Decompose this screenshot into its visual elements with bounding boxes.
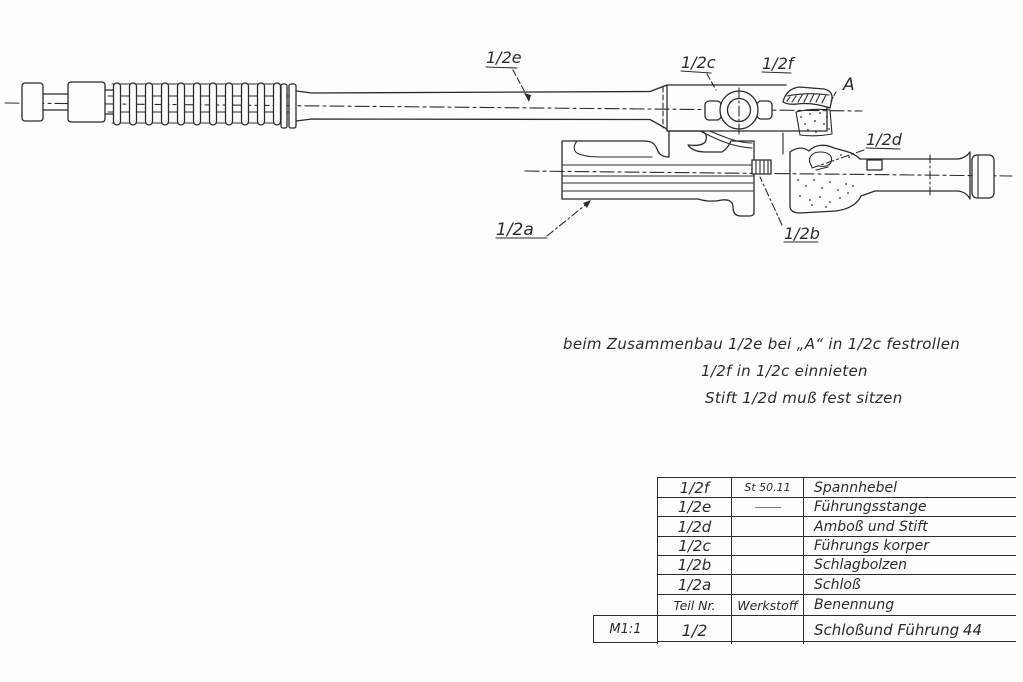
column-header-werkstoff: Werkstoff	[732, 595, 804, 615]
assembly-note-line-2: 1/2f in 1/2c einnieten	[701, 362, 868, 380]
anvil	[782, 132, 876, 214]
column-header-teil-nr: Teil Nr.	[658, 595, 732, 615]
guide-body-block	[666, 84, 828, 136]
part-name: Führungsstange	[814, 499, 927, 515]
part-number: 1/2a	[658, 575, 732, 594]
label-1-2b: 1/2b	[759, 176, 820, 243]
parts-table: 1/2f St 50.11 Spannhebel 1/2e ——— Führun…	[657, 477, 1016, 644]
material: St 50.11	[732, 478, 804, 497]
assembly-note-line-3: Stift 1/2d muß fest sitzen	[705, 389, 903, 407]
table-row: 1/2e ——— Führungsstange	[658, 498, 1016, 517]
assembly-number: 1/2	[658, 616, 732, 644]
anvil-rod-knob	[859, 151, 995, 200]
table-row: 1/2f St 50.11 Spannhebel	[658, 478, 1016, 498]
drawing-title: Schloßund Führung	[814, 621, 960, 639]
part-label-text: 1/2a	[496, 220, 534, 240]
part-name: Schlagbolzen	[814, 557, 907, 573]
part-name: Schloß	[814, 576, 861, 593]
part-label-text: 1/2e	[486, 48, 522, 67]
label-1-2f: 1/2f	[761, 54, 796, 74]
material	[732, 517, 804, 536]
table-row: 1/2c Führungs korper	[658, 537, 1016, 556]
table-header-row: Teil Nr. Werkstoff Benennung	[658, 595, 1016, 616]
sheet-number: 44	[962, 621, 982, 639]
part-name: Führungs korper	[814, 538, 930, 554]
rod-end-cap	[21, 81, 114, 123]
part-label-text: A	[842, 75, 855, 95]
recoil-spring	[107, 82, 297, 129]
part-number: 1/2d	[658, 517, 732, 536]
scale-value: M1:1	[609, 621, 642, 637]
scale-box: M1:1	[593, 615, 657, 643]
title-row: 1/2 Schloßund Führung 44	[658, 616, 1016, 644]
label-1-2d: 1/2d	[811, 130, 903, 169]
material	[732, 616, 804, 644]
column-header-benennung: Benennung	[814, 597, 895, 613]
part-label-text: 1/2b	[784, 224, 820, 243]
cocking-lever	[782, 86, 833, 137]
label-1-2c: 1/2c	[680, 53, 717, 91]
part-number: 1/2b	[658, 556, 732, 574]
bolt-body	[561, 130, 755, 217]
part-label-text: 1/2f	[762, 54, 796, 73]
guide-rod	[295, 84, 668, 130]
technical-drawing: 1/2e 1/2c 1/2f A 1/2d 1/2a	[4, 48, 1013, 243]
firing-pin-tip	[751, 159, 772, 175]
material	[732, 537, 804, 555]
table-row: 1/2d Amboß und Stift	[658, 517, 1016, 537]
assembly-note-line-1: beim Zusammenbau 1/2e bei „A“ in 1/2c fe…	[563, 335, 961, 353]
label-A: A	[830, 75, 855, 102]
material	[732, 556, 804, 574]
part-number: 1/2c	[658, 537, 732, 555]
label-1-2e: 1/2e	[485, 48, 531, 102]
part-name: Spannhebel	[814, 479, 897, 496]
part-label-text: 1/2d	[866, 130, 903, 149]
label-1-2a: 1/2a	[495, 200, 591, 240]
part-name: Amboß und Stift	[814, 518, 928, 535]
table-row: 1/2a Schloß	[658, 575, 1016, 595]
part-number: 1/2f	[658, 478, 732, 497]
table-bottom-rule	[657, 641, 1016, 643]
material	[732, 575, 804, 594]
part-number: 1/2e	[658, 498, 732, 516]
material: ———	[732, 498, 804, 516]
table-row: 1/2b Schlagbolzen	[658, 556, 1016, 575]
part-label-text: 1/2c	[681, 53, 716, 72]
drawing-title-cell: Schloßund Führung 44	[804, 616, 1016, 644]
